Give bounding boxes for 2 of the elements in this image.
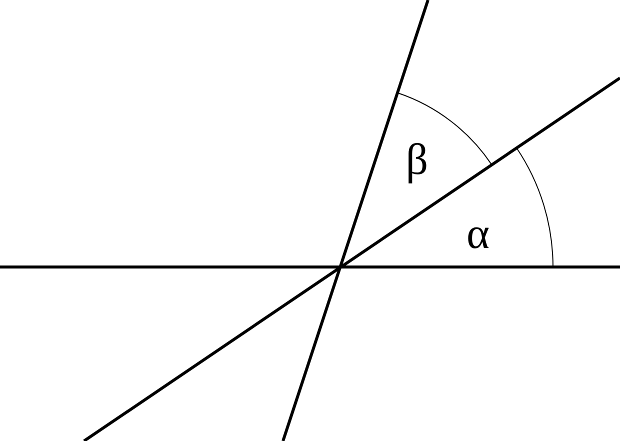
angle-label: β: [406, 138, 428, 182]
angle-label: α: [466, 212, 490, 256]
